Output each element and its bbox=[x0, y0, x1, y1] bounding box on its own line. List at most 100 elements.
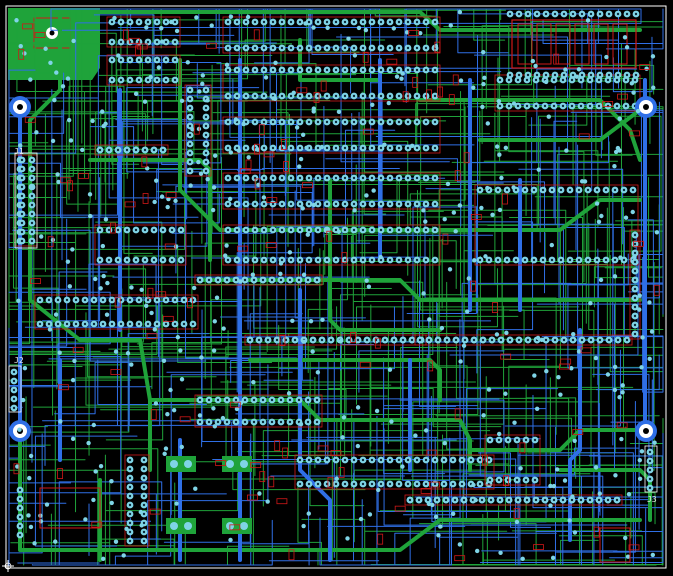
ic-outline bbox=[222, 172, 441, 210]
via bbox=[70, 436, 76, 442]
drill-hole bbox=[20, 167, 24, 171]
drill-hole bbox=[379, 258, 383, 262]
smd-component bbox=[454, 408, 461, 420]
drill-hole bbox=[497, 478, 501, 482]
via bbox=[234, 406, 240, 412]
drill-hole bbox=[370, 202, 374, 206]
via bbox=[623, 215, 629, 220]
smd-component bbox=[24, 116, 36, 123]
drill-hole bbox=[462, 498, 466, 502]
signal-trace bbox=[119, 78, 234, 125]
drill-hole bbox=[361, 146, 365, 150]
via bbox=[103, 217, 109, 222]
via bbox=[54, 70, 59, 75]
via bbox=[28, 524, 34, 530]
drill-hole bbox=[289, 94, 293, 98]
drill-hole bbox=[119, 40, 123, 44]
drill-hole bbox=[170, 228, 174, 232]
drill-hole bbox=[633, 278, 637, 282]
signal-trace bbox=[242, 391, 310, 545]
drill-hole bbox=[508, 338, 512, 342]
drill-hole bbox=[570, 104, 574, 108]
via bbox=[209, 23, 214, 28]
via bbox=[188, 183, 193, 188]
drill-hole bbox=[361, 202, 365, 206]
drill-hole bbox=[306, 420, 310, 424]
smd-component bbox=[91, 521, 103, 528]
smd-component bbox=[338, 467, 345, 478]
via bbox=[458, 78, 464, 83]
smd-component bbox=[47, 236, 54, 248]
drill-hole bbox=[325, 176, 329, 180]
smd-component bbox=[141, 156, 148, 168]
signal-trace bbox=[594, 218, 640, 279]
power-trace bbox=[328, 178, 442, 332]
drill-hole bbox=[307, 202, 311, 206]
drill-hole bbox=[343, 202, 347, 206]
drill-hole bbox=[12, 379, 16, 383]
via bbox=[539, 337, 544, 343]
drill-hole bbox=[415, 202, 419, 206]
via bbox=[246, 155, 251, 160]
drill-hole bbox=[633, 332, 637, 336]
signal-trace bbox=[184, 151, 297, 359]
drill-hole bbox=[424, 176, 428, 180]
drill-hole bbox=[173, 40, 177, 44]
drill-hole bbox=[261, 278, 265, 282]
drill-hole bbox=[352, 46, 356, 50]
signal-trace bbox=[206, 191, 313, 393]
drill-hole bbox=[298, 458, 302, 462]
via bbox=[148, 74, 153, 80]
signal-trace bbox=[595, 354, 660, 391]
drill-hole bbox=[541, 188, 545, 192]
drill-hole bbox=[298, 228, 302, 232]
drill-hole bbox=[406, 20, 410, 24]
drill-hole bbox=[343, 258, 347, 262]
drill-hole bbox=[289, 46, 293, 50]
via bbox=[17, 427, 22, 432]
drill-hole bbox=[316, 20, 320, 24]
ic-outline bbox=[222, 224, 441, 266]
smd-component bbox=[359, 361, 371, 368]
drill-hole bbox=[161, 228, 165, 232]
drill-hole bbox=[534, 498, 538, 502]
drill-hole bbox=[307, 458, 311, 462]
drill-hole bbox=[173, 78, 177, 82]
pad bbox=[170, 460, 178, 468]
signal-trace bbox=[394, 532, 557, 566]
smd-component bbox=[250, 462, 262, 469]
via bbox=[47, 327, 53, 332]
via bbox=[80, 147, 85, 153]
signal-trace bbox=[610, 109, 664, 222]
smd-component bbox=[578, 133, 590, 140]
signal-trace bbox=[508, 230, 561, 486]
drill-hole bbox=[188, 124, 192, 128]
drill-hole bbox=[406, 120, 410, 124]
via bbox=[480, 104, 485, 110]
drill-hole bbox=[298, 20, 302, 24]
via bbox=[250, 272, 256, 277]
drill-hole bbox=[595, 188, 599, 192]
drill-hole bbox=[244, 46, 248, 50]
via bbox=[241, 121, 246, 127]
drill-hole bbox=[392, 338, 396, 342]
via bbox=[548, 483, 553, 489]
signal-trace bbox=[262, 430, 491, 507]
via bbox=[535, 335, 541, 341]
drill-hole bbox=[315, 278, 319, 282]
signal-trace bbox=[402, 340, 450, 481]
drill-hole bbox=[379, 20, 383, 24]
signal-trace bbox=[13, 172, 129, 368]
drill-hole bbox=[523, 258, 527, 262]
drill-hole bbox=[379, 176, 383, 180]
drill-hole bbox=[325, 20, 329, 24]
via bbox=[44, 502, 50, 507]
via bbox=[447, 267, 453, 272]
ic-outline bbox=[106, 54, 181, 86]
drill-hole bbox=[30, 158, 34, 162]
smd-component bbox=[193, 123, 200, 135]
via bbox=[471, 85, 476, 90]
drill-hole bbox=[128, 58, 132, 62]
